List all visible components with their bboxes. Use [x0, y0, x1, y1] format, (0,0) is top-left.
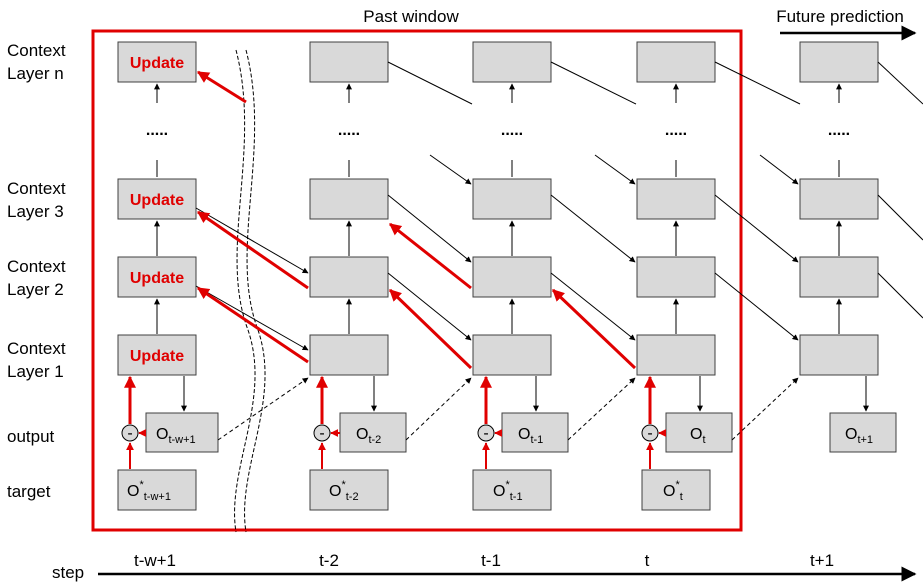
step-label: t+1: [810, 551, 834, 570]
target-box: [309, 469, 389, 511]
context-box-layer-3: [799, 178, 879, 220]
minus-sign: -: [319, 425, 324, 442]
label-layer-2-line2: Layer 2: [7, 280, 64, 299]
minus-node: [477, 424, 495, 442]
context-box-layer-2: [799, 256, 879, 298]
label-layer-1-line2: Layer 1: [7, 362, 64, 381]
column-t: ..... Ot - O*t: [636, 41, 733, 511]
future-prediction-label: Future prediction: [776, 7, 904, 26]
step-label: t: [645, 551, 650, 570]
context-box-layer-1: [799, 334, 879, 376]
label-target: target: [7, 482, 51, 501]
target-symbol: O*t-2: [329, 479, 359, 503]
output-symbol: Ot-2: [356, 426, 381, 446]
state-transition-arrows: [195, 61, 923, 351]
context-box-layer-3: [309, 178, 389, 220]
step-labels: t-w+1 t-2 t-1 t t+1: [134, 551, 834, 570]
ellipsis: .....: [338, 122, 360, 139]
step-label: t-1: [481, 551, 501, 570]
context-box-layer-3: [636, 178, 716, 220]
ellipsis: .....: [146, 122, 168, 139]
target-symbol: O*t-w+1: [127, 479, 171, 503]
break-line-right: [244, 49, 266, 533]
context-box-layer-n: [636, 41, 716, 83]
ellipsis: .....: [828, 122, 850, 139]
update-label: Update: [130, 192, 184, 209]
target-box: [641, 469, 711, 511]
column-t-w+1: Update Update Update Update ..... Ot-w+1…: [117, 41, 219, 511]
context-box-layer-1: [636, 334, 716, 376]
update-gradient-arrows: [196, 70, 637, 370]
break-line-left: [234, 49, 256, 533]
target-box: [117, 469, 197, 511]
column-t-2: ..... Ot-2 - O*t-2: [309, 41, 407, 511]
minus-sign: -: [647, 425, 652, 442]
past-window-title: Past window: [363, 7, 459, 26]
context-box-layer-2: [117, 256, 197, 298]
label-layer-2-line1: Context: [7, 257, 66, 276]
label-step: step: [52, 563, 84, 582]
update-label: Update: [130, 348, 184, 365]
target-box: [472, 469, 552, 511]
ellipsis: .....: [501, 122, 523, 139]
context-box-layer-n: [117, 41, 197, 83]
output-symbol: Ot: [690, 426, 706, 446]
context-box-layer-1: [117, 334, 197, 376]
past-window-frame: [91, 29, 743, 532]
context-box-layer-2: [472, 256, 552, 298]
output-symbol: Ot-w+1: [156, 426, 196, 446]
context-box-layer-3: [472, 178, 552, 220]
context-box-layer-3: [117, 178, 197, 220]
context-box-layer-n: [309, 41, 389, 83]
ellipsis: .....: [665, 122, 687, 139]
label-layer-3-line2: Layer 3: [7, 202, 64, 221]
update-label: Update: [130, 270, 184, 287]
label-layer-n-line2: Layer n: [7, 64, 64, 83]
target-symbol: O*t: [663, 479, 683, 503]
row-labels: Context Layer n Context Layer 3 Context …: [7, 41, 84, 582]
label-output: output: [7, 427, 55, 446]
label-layer-3-line1: Context: [7, 179, 66, 198]
column-t+1: ..... Ot+1: [799, 41, 897, 453]
label-layer-1-line1: Context: [7, 339, 66, 358]
context-box-layer-n: [472, 41, 552, 83]
minus-node: [313, 424, 331, 442]
context-box-layer-1: [309, 334, 389, 376]
label-layer-n-line1: Context: [7, 41, 66, 60]
minus-sign: -: [127, 425, 132, 442]
minus-node: [121, 424, 139, 442]
minus-sign: -: [483, 425, 488, 442]
output-symbol: Ot+1: [845, 426, 873, 446]
context-box-layer-2: [636, 256, 716, 298]
output-box: [829, 412, 897, 453]
output-box: [339, 412, 407, 453]
context-box-layer-n: [799, 41, 879, 83]
output-symbol: Ot-1: [518, 426, 543, 446]
output-feedback-dashed: [217, 377, 799, 441]
output-box: [501, 412, 569, 453]
minus-node: [641, 424, 659, 442]
step-label: t-w+1: [134, 551, 176, 570]
context-box-layer-2: [309, 256, 389, 298]
step-label: t-2: [319, 551, 339, 570]
update-label: Update: [130, 55, 184, 72]
context-box-layer-1: [472, 334, 552, 376]
column-t-1: ..... Ot-1 - O*t-1: [472, 41, 569, 511]
target-symbol: O*t-1: [493, 479, 523, 503]
